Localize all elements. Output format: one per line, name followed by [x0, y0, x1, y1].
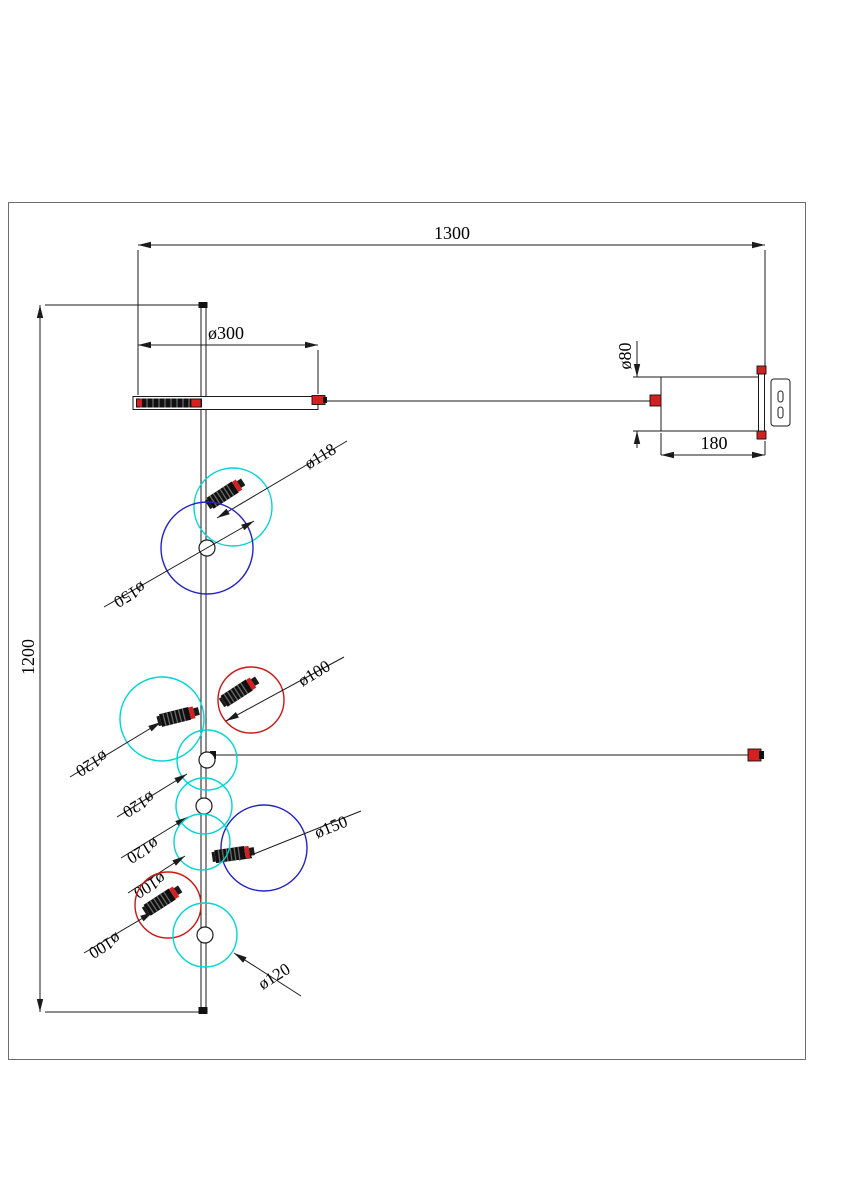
globe-diameter-label: ø150: [312, 812, 351, 842]
bracket-slot-top: [777, 390, 784, 403]
dim-canopy-diameter: ø80: [615, 341, 641, 448]
globe-diameter-label: ø120: [255, 959, 294, 993]
bracket-screw-bottom: [756, 430, 767, 440]
globe-diameter-label: ø100: [85, 929, 124, 963]
dim-canopy-length: 180: [660, 433, 766, 459]
globe-7: ø150: [210, 804, 362, 892]
globe-2: ø150: [103, 501, 255, 612]
globe-5: ø120: [116, 729, 238, 822]
globe-3: ø100: [217, 656, 345, 734]
globe-10: ø120: [172, 902, 302, 997]
wall-bracket: [756, 365, 791, 440]
dim-overall-width-label: 1300: [434, 223, 470, 243]
globe-diameter-label: ø118: [301, 440, 339, 473]
stem-ring: [198, 751, 216, 769]
mounting-bar: [132, 395, 327, 410]
bracket-slot-bottom: [777, 406, 784, 419]
globe-diameter-label: ø120: [123, 834, 162, 868]
lamp-socket: [155, 704, 202, 729]
dim-canopy-length-label: 180: [701, 433, 728, 453]
globes: ø118 ø150 ø100 ø120 ø120: [69, 440, 362, 997]
canopy: [633, 376, 760, 432]
bar-screw-right: [190, 398, 202, 408]
dim-bar-width-label: ø300: [208, 323, 244, 343]
vertical-stem: [198, 302, 208, 1014]
globe-diameter-label: ø100: [295, 656, 334, 690]
bar-end-connector: [311, 395, 327, 405]
bracket-screw-top: [756, 365, 767, 375]
dim-overall-height-label: 1200: [18, 639, 38, 675]
stem-ring: [196, 926, 214, 944]
globe-4: ø120: [69, 676, 205, 781]
lamp-socket: [210, 844, 256, 865]
dim-overall-width: 1300: [137, 223, 766, 395]
globe-diameter-label: ø120: [119, 788, 158, 822]
globe-diameter-label: ø150: [110, 578, 149, 612]
stem-ring: [195, 797, 213, 815]
globe-1: ø118: [193, 440, 348, 547]
bar-screw-left: [137, 399, 142, 407]
rod-end-connector: [747, 748, 764, 762]
dim-bar-width: ø300: [138, 323, 319, 394]
dim-overall-height: 1200: [18, 304, 205, 1013]
horizontal-rod: [210, 748, 764, 762]
dim-canopy-diameter-label: ø80: [615, 343, 635, 370]
drawing-border: [8, 202, 806, 1060]
globe-diameter-label: ø120: [72, 747, 111, 781]
